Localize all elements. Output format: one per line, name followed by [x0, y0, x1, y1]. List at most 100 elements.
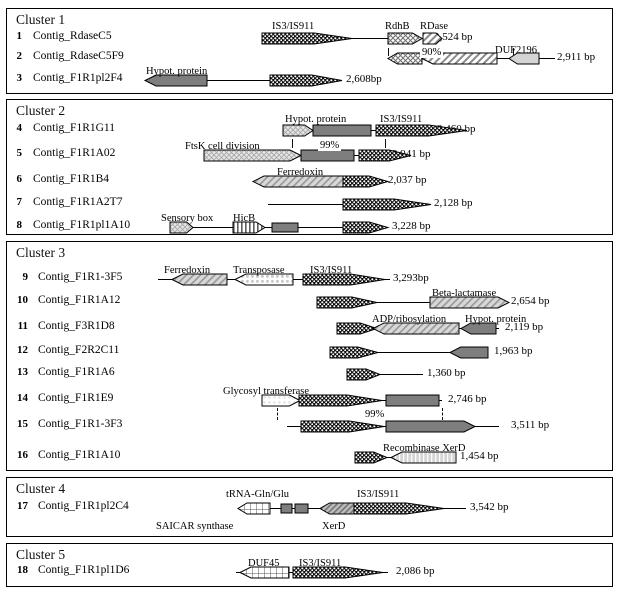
gene-arrow-rdase	[422, 32, 443, 44]
gene-arrow-hypot-protein	[282, 124, 314, 136]
gene-arrow-unnamed-gray	[385, 420, 477, 432]
cluster-title: Cluster 4	[16, 481, 66, 496]
gene-arrow-unnamed-gray	[385, 394, 440, 406]
cluster-title: Cluster 3	[16, 245, 66, 260]
gene-arrow-recombinase-xerd	[389, 451, 457, 463]
contig-index: 17	[17, 500, 28, 512]
gene-label: Hypot. protein	[465, 314, 527, 325]
gene-label: DUF45	[248, 558, 280, 569]
contig-index: 10	[17, 294, 28, 306]
contig-name: Contig_F1R1A12	[38, 294, 121, 306]
contig-name: Contig_F1R1-3F3	[38, 418, 123, 430]
contig-backbone-line	[330, 352, 485, 353]
cluster-title: Cluster 2	[16, 103, 66, 118]
gene-label: Ferredoxin	[164, 265, 211, 276]
contig-length-label: 1,454 bp	[460, 450, 499, 462]
gene-arrow-saicar-synthase	[237, 502, 271, 514]
gene-arrow-trna-gln-glu-b	[294, 503, 309, 513]
cluster-box-5	[6, 543, 613, 587]
contig-index: 1	[16, 30, 23, 42]
contig-backbone-line	[317, 302, 507, 303]
gene-label: Transposase	[233, 265, 285, 276]
contig-name: Contig_F3R1D8	[38, 320, 115, 332]
gene-label: Ferredoxin	[277, 167, 324, 178]
contig-name: Contig_RdaseC5	[33, 30, 112, 42]
gene-label: IS3/IS911	[299, 558, 342, 569]
contig-name: Contig_F1R1B4	[33, 173, 110, 185]
gene-arrow-unnamed-gray	[300, 149, 355, 161]
contig-length-label: 3,293bp	[393, 272, 429, 284]
gene-arrow-is3-is911	[298, 394, 383, 406]
identity-bracket	[277, 408, 443, 420]
gene-arrow-is3-is911	[261, 32, 353, 44]
contig-index: 2	[16, 50, 23, 62]
contig-index: 5	[16, 147, 23, 159]
gene-arrow-is3-is911	[375, 124, 468, 136]
contig-length-label: 2,086 bp	[396, 565, 435, 577]
gene-label: IS3/IS911	[357, 489, 400, 500]
gene-arrow-trna-gln-glu-a	[280, 503, 293, 513]
contig-name: Contig_F1R1A10	[38, 449, 121, 461]
contig-index: 12	[17, 344, 28, 356]
contig-index: 8	[16, 219, 23, 231]
identity-bracket	[388, 48, 514, 56]
gene-arrow-is3-is911	[353, 502, 445, 514]
contig-length-label: 2,608bp	[346, 73, 382, 85]
contig-index: 4	[16, 122, 23, 134]
contig-index: 7	[16, 196, 23, 208]
contig-index: 15	[17, 418, 28, 430]
gene-arrow-is3-is911	[358, 149, 412, 161]
contig-length-label: 3,228 bp	[392, 220, 431, 232]
gene-label: DUF2196	[495, 45, 538, 56]
gene-label: XerD	[322, 521, 346, 532]
gene-arrow-rdhb	[387, 52, 423, 64]
gene-arrow-is3-is911	[269, 74, 343, 86]
gene-arrow-is3-is911	[300, 420, 385, 432]
gene-label: Beta-lactamase	[432, 288, 497, 299]
gene-label: tRNA-Gln/Glu	[226, 489, 289, 500]
gene-arrow-is3-is911	[336, 322, 379, 334]
contig-index: 18	[17, 564, 28, 576]
gene-label: SAICAR synthase	[156, 521, 234, 532]
gene-label: ADP/ribosylation	[372, 314, 447, 325]
contig-name: Contig_F1R1A02	[33, 147, 116, 159]
contig-length-label: 1,360 bp	[427, 367, 466, 379]
contig-name: Contig_F1R1pl2C4	[38, 500, 129, 512]
gene-arrow-ferredoxin	[170, 273, 228, 285]
gene-label: HicB	[233, 213, 256, 224]
contig-name: Contig_F1R1E9	[38, 392, 114, 404]
gene-label: RdhB	[385, 21, 410, 32]
contig-name: Contig_F1R1pl2F4	[33, 72, 123, 84]
gene-arrow-is3-is911	[292, 566, 384, 578]
cluster-box-4	[6, 477, 613, 537]
gene-arrow-duf2196	[508, 52, 540, 64]
gene-arrow-is3-is911	[346, 368, 382, 380]
contig-name: Contig_F1R1-3F5	[38, 271, 123, 283]
gene-arrow-beta-lactamase	[429, 296, 511, 308]
gene-label: Hypot. protein	[146, 66, 208, 77]
cluster-box-2	[6, 99, 613, 235]
gene-label: RDase	[420, 21, 448, 32]
gene-arrow-unnamed-gray	[448, 346, 489, 358]
contig-length-label: 1,963 bp	[494, 345, 533, 357]
contig-name: Contig_F1R1A2T7	[33, 196, 123, 208]
gene-label: IS3/IS911	[272, 21, 315, 32]
contig-index: 14	[17, 392, 28, 404]
contig-length-label: 3,542 bp	[470, 501, 509, 513]
gene-arrow-ftsk-cell-division	[203, 149, 303, 161]
gene-label: Recombinase XerD	[383, 443, 466, 454]
gene-arrow-unnamed-gray	[312, 124, 372, 136]
gene-arrow-is3-is911	[329, 346, 380, 358]
contig-name: Contig_F1R1A6	[38, 366, 115, 378]
contig-length-label: 2,911 bp	[557, 51, 596, 63]
gene-arrow-hicb	[232, 221, 266, 233]
contig-name: Contig_F1R1pl1D6	[38, 564, 130, 576]
gene-arrow-duf45	[238, 566, 290, 578]
gene-label: Sensory box	[161, 213, 214, 224]
cluster-title: Cluster 1	[16, 12, 66, 27]
contig-index: 11	[17, 320, 28, 332]
contig-length-label: 2,128 bp	[434, 197, 473, 209]
gene-arrow-is3-is911	[316, 296, 378, 308]
contig-index: 9	[22, 271, 29, 283]
